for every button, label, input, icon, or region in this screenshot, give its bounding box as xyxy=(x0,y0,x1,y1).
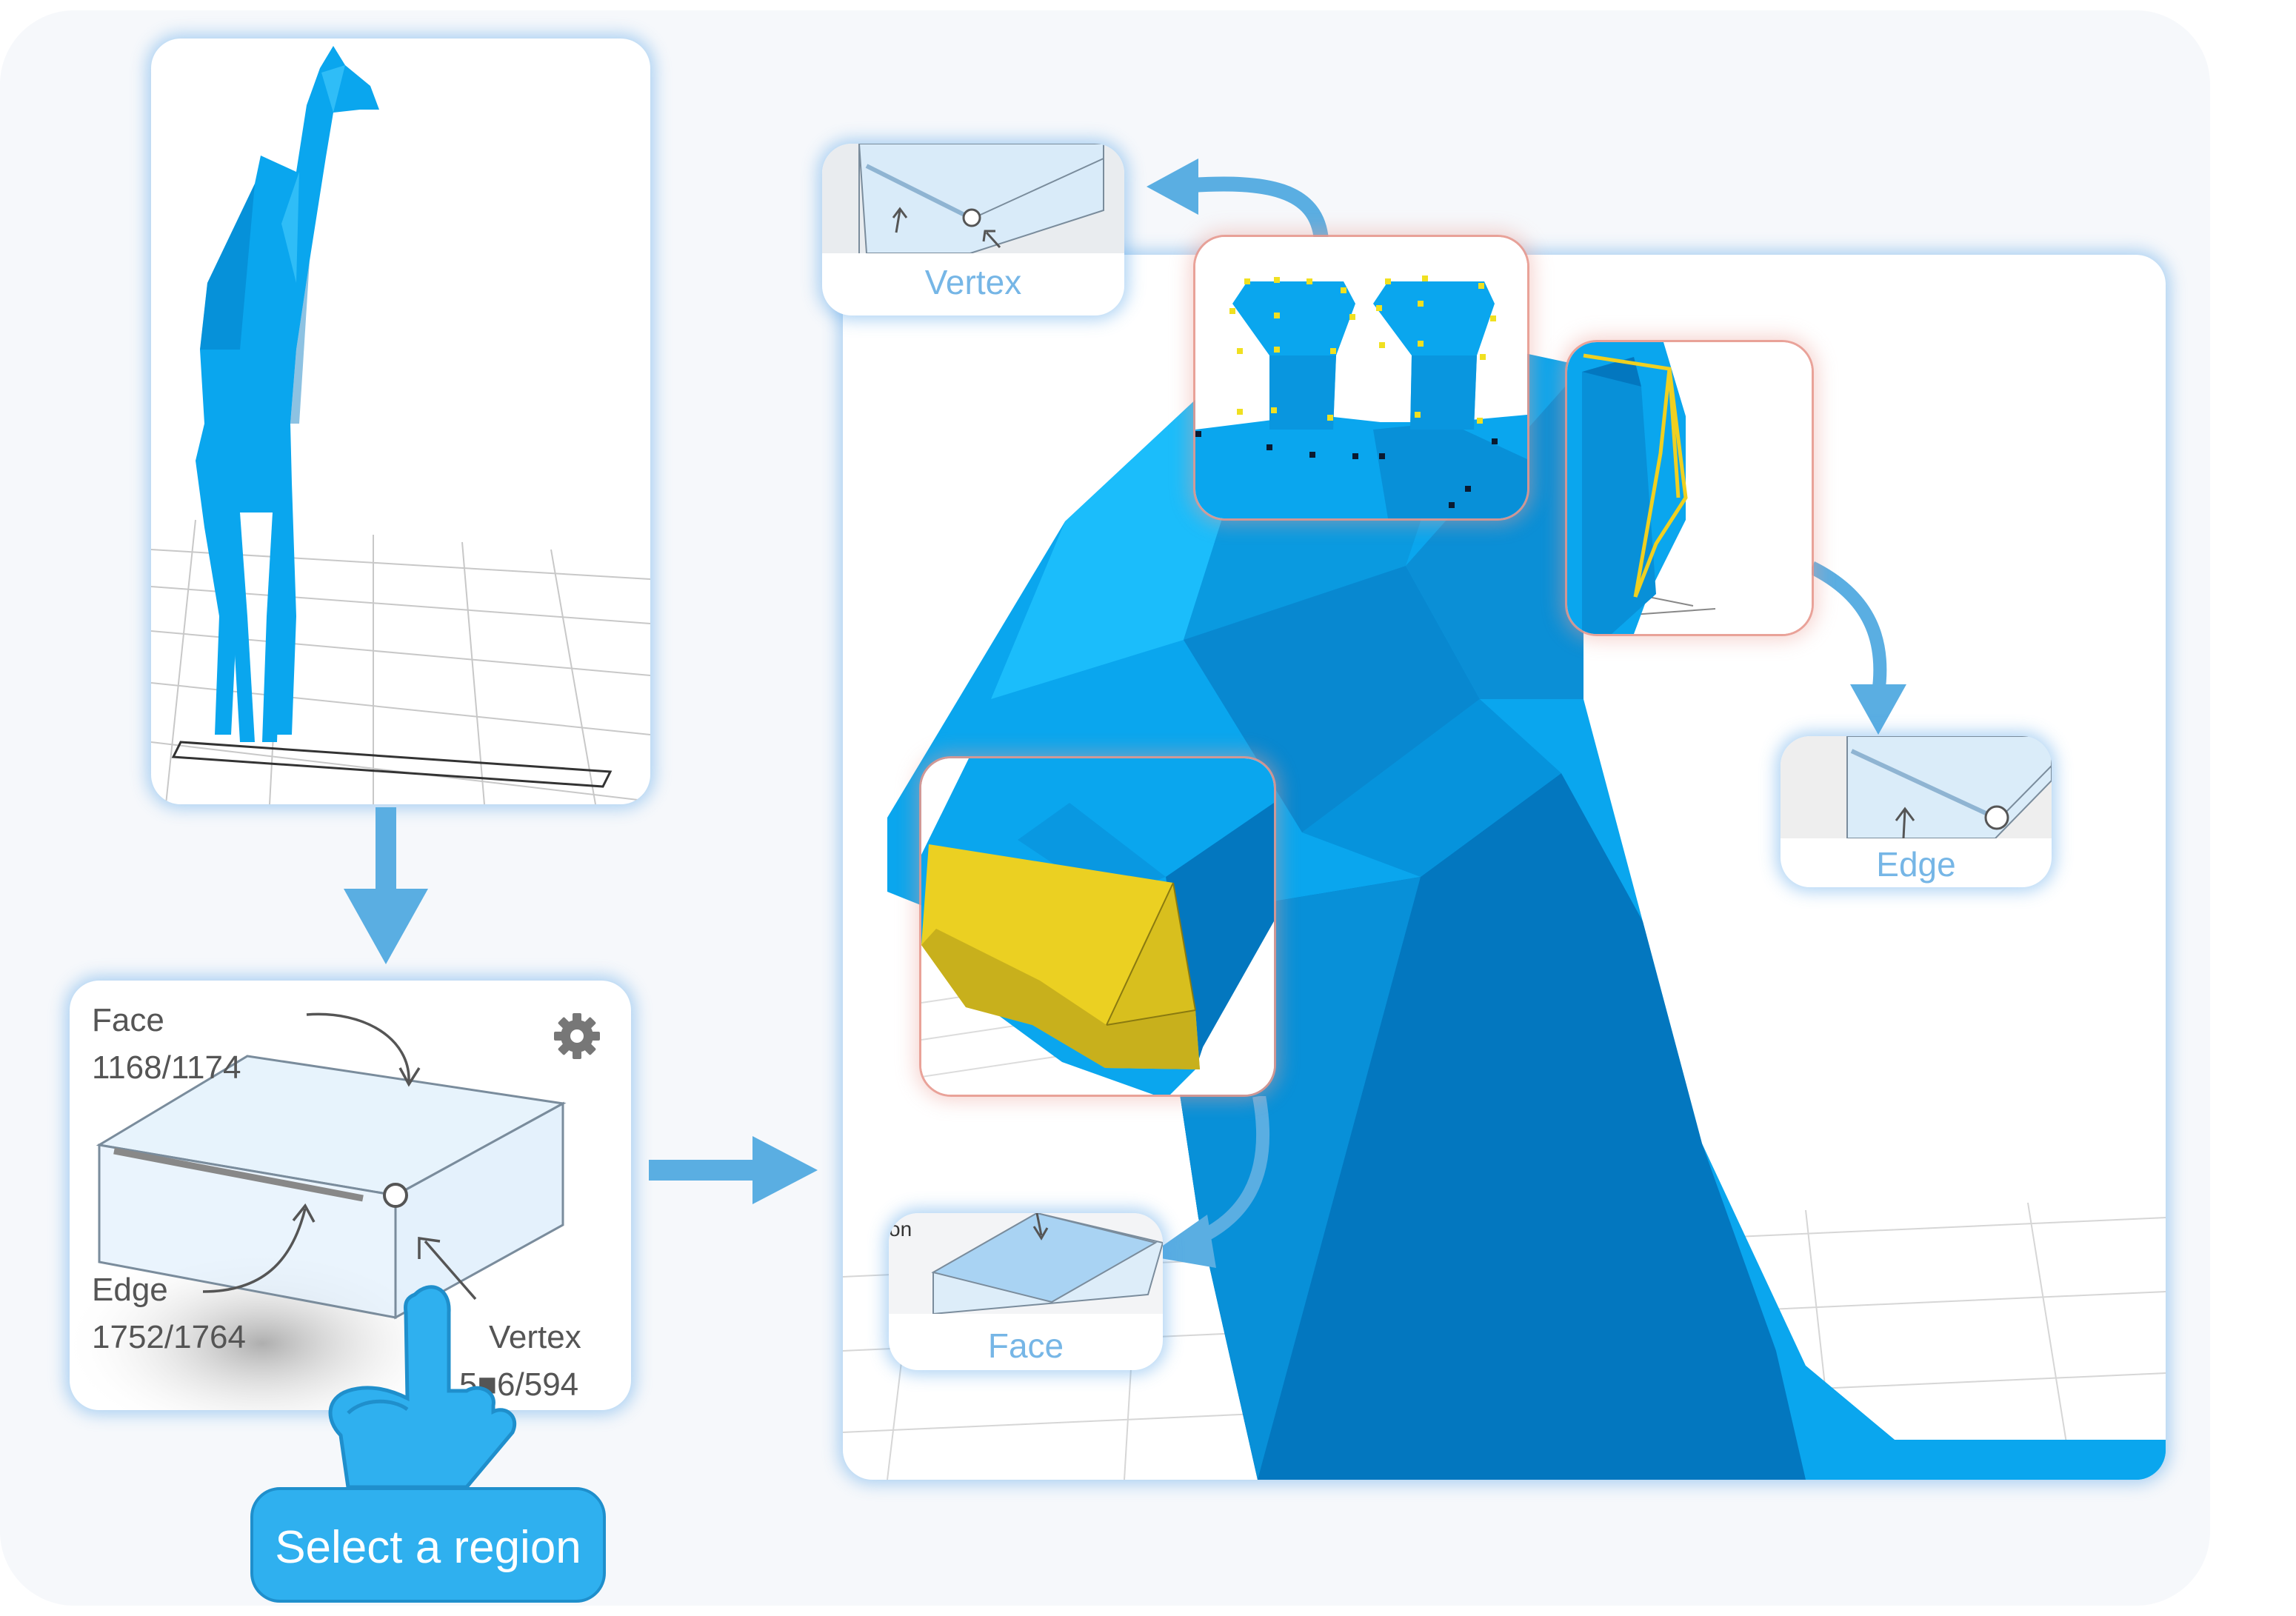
right-arrow xyxy=(649,1136,818,1204)
edge-zoom-card xyxy=(1567,342,1812,634)
edge-highlight xyxy=(113,1147,364,1202)
selection-mode-widget: Face 1168/1174 Edge 1752/1764 Vertex 5■6… xyxy=(70,981,631,1410)
vertex-marker xyxy=(383,1183,408,1208)
edge-highlight xyxy=(1583,353,1688,598)
vertex-zoom-card xyxy=(1195,237,1527,518)
edge-mini-label: Edge xyxy=(1876,845,1956,884)
vertex-mini-view: Vertex xyxy=(822,144,1124,315)
vertex-label: Vertex xyxy=(489,1319,581,1355)
curved-arrow-face xyxy=(1148,1096,1270,1268)
gear-icon[interactable] xyxy=(551,1010,603,1062)
vertex-mini-label: Vertex xyxy=(924,263,1022,301)
face-zoom-card xyxy=(921,758,1274,1095)
select-region-button[interactable]: Select a region xyxy=(250,1487,606,1603)
face-mini-label: Face xyxy=(987,1326,1064,1365)
curved-arrow-vertex xyxy=(1147,158,1329,241)
giraffe-head-view xyxy=(843,314,2166,1480)
face-label: Face xyxy=(92,1002,164,1038)
curved-arrow-edge xyxy=(1808,561,1906,735)
face-count: 1168/1174 xyxy=(92,1049,241,1086)
giraffe-head-mesh xyxy=(887,314,2166,1480)
down-arrow xyxy=(344,807,428,964)
mesh-cube xyxy=(96,1055,567,1320)
giraffe-model-view xyxy=(151,46,650,804)
model-base-outline xyxy=(171,741,613,788)
face-mini-view: on Face xyxy=(889,1213,1163,1370)
face-mini-partial-text: on xyxy=(889,1218,912,1241)
hand-pointer-icon xyxy=(328,1285,517,1489)
giraffe-model xyxy=(196,46,379,742)
edge-mini-view: Edge xyxy=(1781,736,2052,887)
giraffe-model-card xyxy=(151,39,650,804)
vertex-points xyxy=(1229,276,1496,424)
edge-label: Edge xyxy=(92,1272,168,1308)
edge-count: 1752/1764 xyxy=(92,1319,246,1355)
